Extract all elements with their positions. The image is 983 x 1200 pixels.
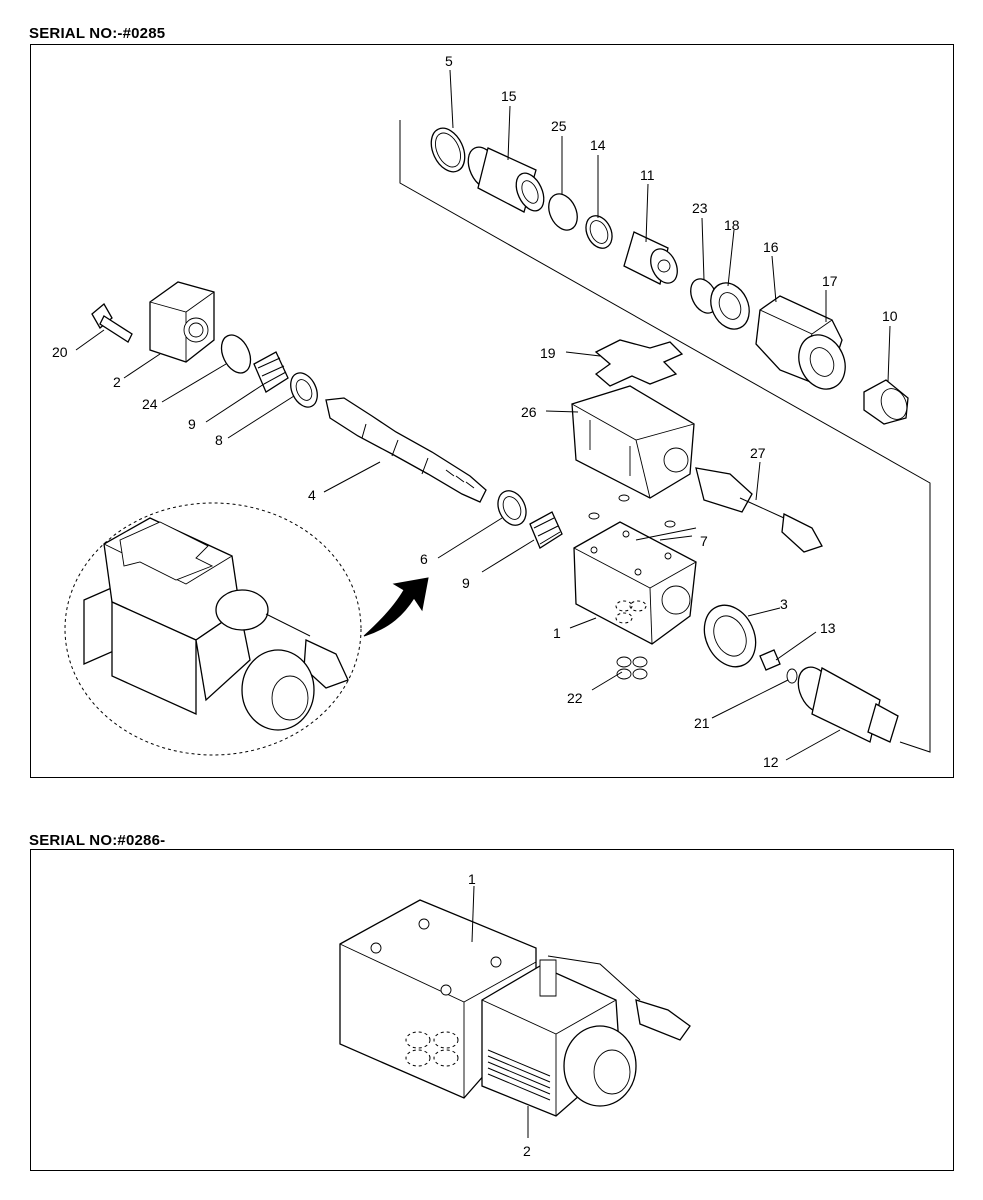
washer-part [710,282,750,330]
leader-lines-top [75,69,891,761]
callout-14: 14 [590,137,606,153]
callout-3: 3 [780,596,788,612]
callout-20: 20 [52,344,68,360]
callout-2: 2 [113,374,121,390]
o-rings-22-part [616,656,648,680]
o-ring-part [548,193,578,231]
o-ring-24-part [220,334,252,374]
connector-lead-part [695,467,823,553]
inset-assembly [83,517,349,731]
callout-7: 7 [700,533,708,549]
spool-part [325,397,487,503]
o-ring-21-part [786,668,798,684]
cover-plate-part [149,281,215,363]
callout-4: 4 [308,487,316,503]
callout-12: 12 [763,754,779,770]
callout-23: 23 [692,200,708,216]
pin-part [759,649,781,671]
assembled-valve [339,899,691,1117]
callout-6: 6 [420,551,428,567]
tube-assembly-part [797,666,899,743]
callout-18: 18 [724,217,740,233]
callout-26: 26 [521,404,537,420]
callout-bottom-1: 1 [468,871,476,887]
valve-body-part [573,521,697,645]
callouts-top: 5 15 25 14 11 23 18 16 17 10 19 26 27 7 … [52,53,898,770]
ring-8-part [290,372,318,408]
frame-outline [399,120,931,753]
callout-9b: 9 [188,416,196,432]
callout-11: 11 [640,167,655,183]
callout-24: 24 [142,396,158,412]
ring-6-part [497,490,527,526]
callout-17: 17 [822,273,838,289]
spring-right-part [529,511,563,549]
callout-bottom-2: 2 [523,1143,531,1159]
callout-25: 25 [551,118,567,134]
section-title-top: SERIAL NO:-#0285 [29,25,166,42]
arrow-icon [363,577,429,637]
callout-21: 21 [694,715,710,731]
callout-22: 22 [567,690,583,706]
coil-part [755,295,846,390]
callout-16: 16 [763,239,779,255]
gasket-part [594,339,684,387]
knob-part [863,379,909,425]
callout-9: 9 [462,575,470,591]
callout-19: 19 [540,345,556,361]
section-title-bottom: SERIAL NO:#0286- [29,832,166,849]
ring-part [585,215,613,249]
leader-lines-bottom [471,885,529,1138]
inset-outline [64,502,362,756]
bolt-part [91,303,133,343]
snap-ring-part [430,127,466,173]
tube-part [467,146,545,213]
nut-ring-part [703,604,757,668]
housing-part [571,385,695,499]
callout-15: 15 [501,88,517,104]
callout-8: 8 [215,432,223,448]
spring-part [253,351,289,393]
callouts-bottom: 1 2 [468,871,531,1159]
callout-1: 1 [553,625,561,641]
callout-27: 27 [750,445,766,461]
plunger-part [623,231,678,285]
callout-10: 10 [882,308,898,324]
callout-13: 13 [820,620,836,636]
callout-5: 5 [445,53,453,69]
